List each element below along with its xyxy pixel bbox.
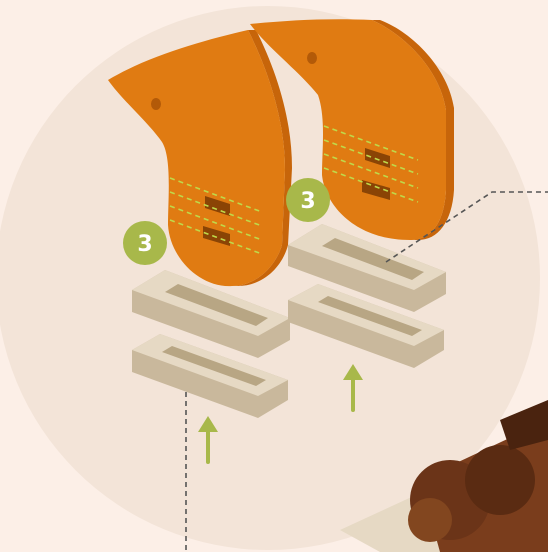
- step-badge-right-label: 3: [300, 189, 315, 214]
- step-badge-left-label: 3: [137, 232, 152, 257]
- step-badge-right: 3: [286, 178, 330, 222]
- step-badge-left: 3: [123, 221, 167, 265]
